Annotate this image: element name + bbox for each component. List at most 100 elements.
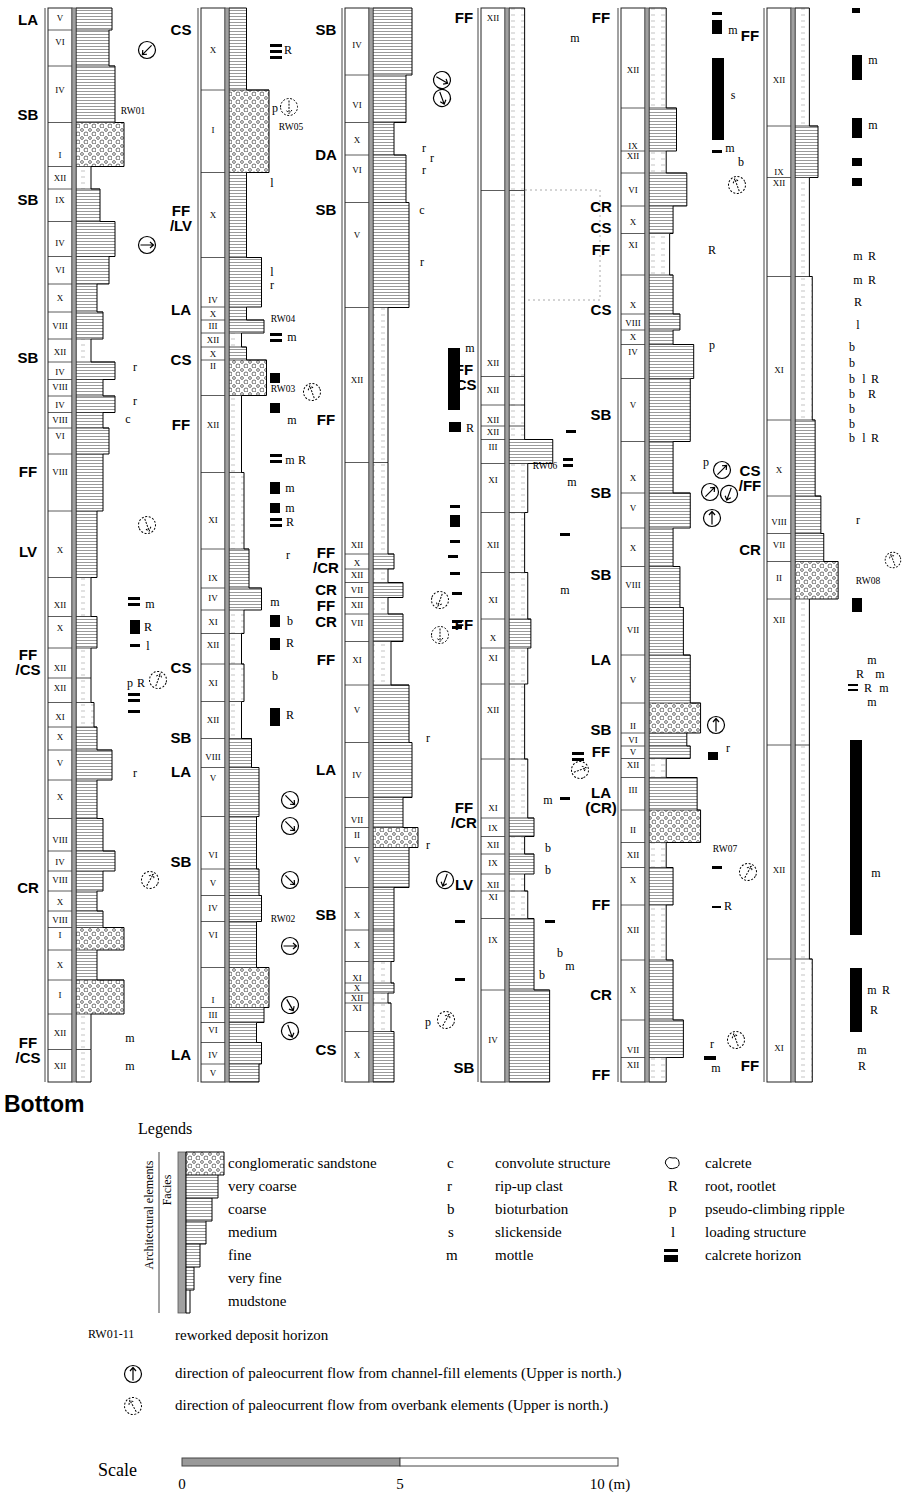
feature-letter: b	[539, 969, 545, 981]
log-bed	[76, 578, 91, 617]
log-bed	[76, 648, 91, 678]
log-bed	[76, 980, 124, 1014]
facies-number: XII	[351, 541, 364, 550]
figure-part	[569, 759, 591, 781]
feature-letter: R	[870, 1004, 878, 1016]
figure-part	[178, 1152, 186, 1313]
log-bed	[509, 191, 525, 377]
log-bed	[649, 703, 701, 733]
bed-boundary	[649, 607, 683, 608]
figure-part	[569, 759, 591, 781]
facies-number: XII	[627, 851, 640, 860]
facies-number: V	[630, 504, 637, 513]
bed-boundary	[373, 847, 409, 848]
feature-letter: b	[849, 432, 855, 444]
feature-letter: m	[287, 331, 296, 343]
feature-letter: m	[711, 1062, 720, 1074]
facies-divider	[481, 759, 505, 760]
facies-divider	[481, 439, 505, 440]
axis-caption: Facies	[161, 1175, 174, 1206]
facies-divider	[201, 701, 225, 702]
figure-part	[883, 550, 903, 570]
log-bed	[76, 1014, 91, 1050]
facies-number: VIII	[52, 876, 68, 885]
log-bed	[373, 203, 409, 308]
legend-symbol: R	[668, 1178, 678, 1195]
feature-letter: R	[856, 668, 864, 680]
element-code: CR	[590, 987, 612, 1002]
element-code: FF	[741, 1058, 759, 1073]
facies-number: XI	[208, 618, 218, 627]
log-bed	[795, 126, 818, 178]
figure-part	[136, 514, 158, 536]
feature-letter: m	[285, 502, 294, 514]
figure-part	[725, 1029, 747, 1051]
bed-boundary	[76, 1049, 91, 1050]
figure-part	[159, 1152, 160, 1313]
figure-part	[852, 55, 862, 80]
element-bracket	[764, 8, 765, 1082]
facies-number: V	[57, 759, 64, 768]
figure-part	[852, 598, 862, 612]
figure-part	[726, 174, 748, 196]
bed-boundary	[76, 454, 103, 455]
figure-part	[726, 174, 748, 196]
facies-number: IV	[55, 858, 65, 867]
figure-part	[429, 589, 451, 611]
log-bed	[649, 608, 683, 656]
figure-part	[708, 752, 718, 760]
facies-number: VI	[208, 1026, 218, 1035]
grain-size-profile	[795, 8, 838, 1082]
feature-letter: R	[286, 709, 294, 721]
facies-divider	[345, 554, 369, 555]
log-bed	[76, 362, 115, 380]
facies-number: VII	[627, 1046, 640, 1055]
facies-divider	[481, 990, 505, 991]
facies-divider	[621, 905, 645, 906]
legend-text: direction of paleocurrent flow from over…	[175, 1397, 608, 1414]
facies-number: VI	[55, 432, 65, 441]
figure-part	[725, 1029, 747, 1051]
facies-number: X	[354, 941, 361, 950]
facies-number: X	[210, 211, 217, 220]
facies-divider	[345, 961, 369, 962]
log-bed	[229, 1043, 262, 1065]
bed-boundary	[649, 746, 690, 747]
figure-part	[450, 505, 460, 508]
facies-number: V	[354, 231, 361, 240]
facies-divider	[345, 930, 369, 931]
figure-part	[848, 689, 858, 691]
facies-number: XI	[55, 713, 65, 722]
bed-boundary	[229, 869, 259, 870]
figure-part	[301, 381, 323, 403]
figure-part	[278, 814, 302, 838]
log-bed	[229, 173, 247, 258]
facies-number: III	[629, 786, 638, 795]
facies-divider	[345, 202, 369, 203]
figure-part	[710, 458, 734, 482]
facies-divider	[48, 396, 72, 397]
bed-boundary	[76, 678, 91, 679]
element-code: FF	[592, 1067, 610, 1082]
feature-letter: R	[854, 296, 862, 308]
element-code: FF	[19, 464, 37, 479]
facies-divider	[767, 496, 791, 497]
legend-heading: Legends	[138, 1120, 192, 1138]
figure-part	[850, 740, 862, 935]
figure-part	[708, 717, 725, 734]
figure-part	[698, 480, 722, 504]
feature-letter: b	[849, 418, 855, 430]
log-bed	[509, 464, 528, 513]
facies-number: XI	[488, 893, 498, 902]
facies-number: IV	[208, 904, 218, 913]
facies-divider	[48, 1014, 72, 1015]
facies-number: VIII	[52, 468, 68, 477]
log-bed	[649, 234, 670, 276]
facies-divider	[201, 360, 225, 361]
legend-text: pseudo-climbing ripple	[705, 1201, 845, 1218]
figure-part	[125, 1366, 142, 1383]
element-code: CS	[591, 220, 612, 235]
figure-part	[455, 920, 465, 923]
facies-number: III	[489, 443, 498, 452]
facies-number: IV	[208, 296, 218, 305]
